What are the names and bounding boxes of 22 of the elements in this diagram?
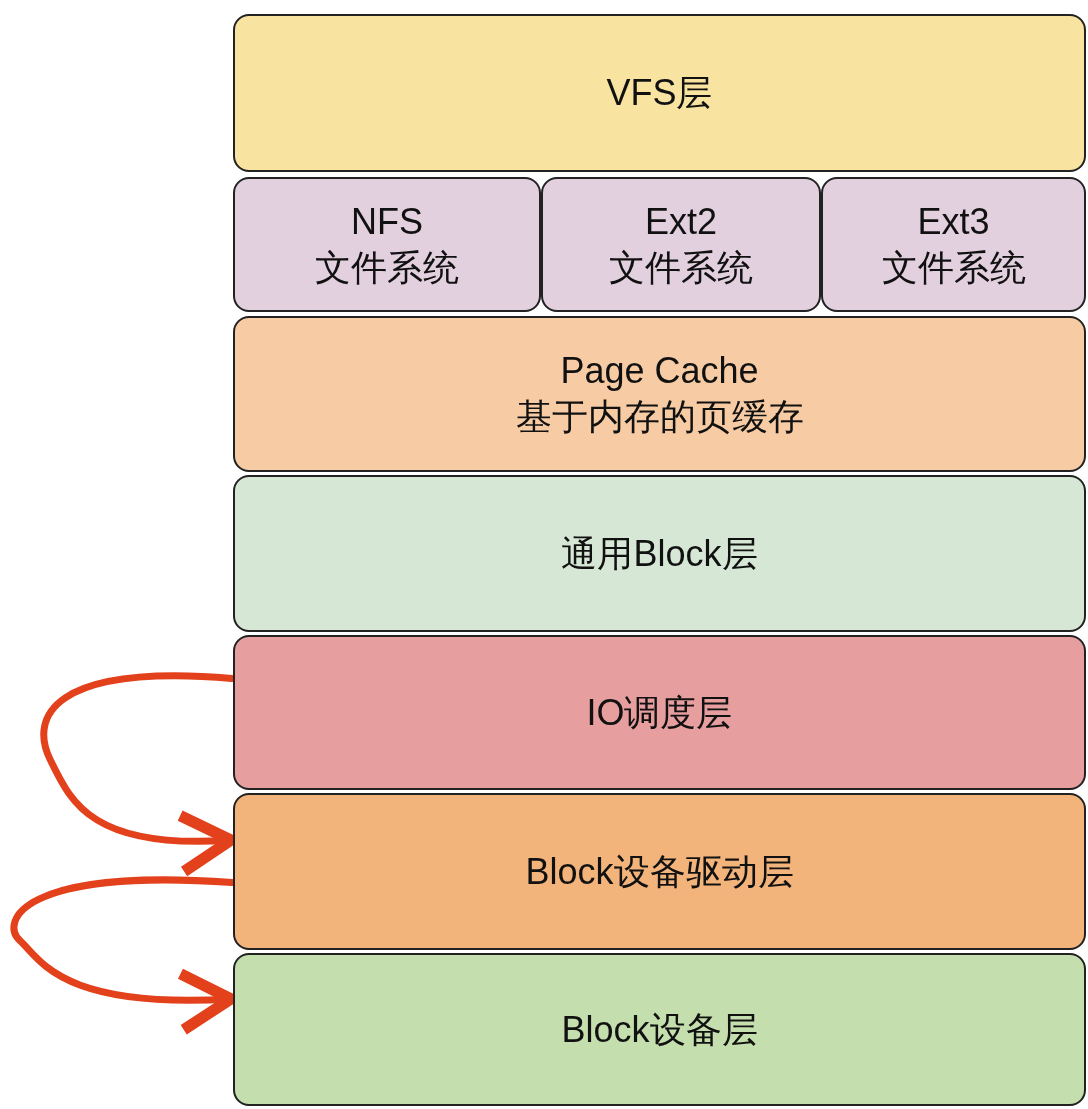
- layer-label: VFS层: [606, 71, 713, 115]
- layer-label: Block设备驱动层: [525, 849, 794, 894]
- layer-label: Page Cache: [560, 349, 759, 393]
- layer-box: [233, 475, 1086, 632]
- layer-box: [233, 953, 1086, 1106]
- layer-label: IO调度层: [586, 690, 733, 735]
- layer-box: [233, 14, 1086, 172]
- layer-box: [233, 316, 1086, 472]
- layer-label: 通用Block层: [561, 531, 758, 576]
- layer-label: NFS: [351, 199, 423, 244]
- layer-label: Ext2: [644, 199, 717, 244]
- layer-label: 文件系统: [315, 245, 459, 290]
- layer-box: [233, 635, 1086, 790]
- layer-label: 基于内存的页缓存: [515, 395, 804, 439]
- layer-label: 文件系统: [881, 245, 1026, 290]
- layer-label: Block设备层: [561, 1007, 758, 1052]
- layer-label: 文件系统: [609, 245, 753, 290]
- layer-label: Ext3: [917, 199, 990, 244]
- layer-box: [821, 177, 1086, 312]
- layer-box: [233, 793, 1086, 950]
- layer-box: [233, 177, 541, 312]
- layer-box: [541, 177, 821, 312]
